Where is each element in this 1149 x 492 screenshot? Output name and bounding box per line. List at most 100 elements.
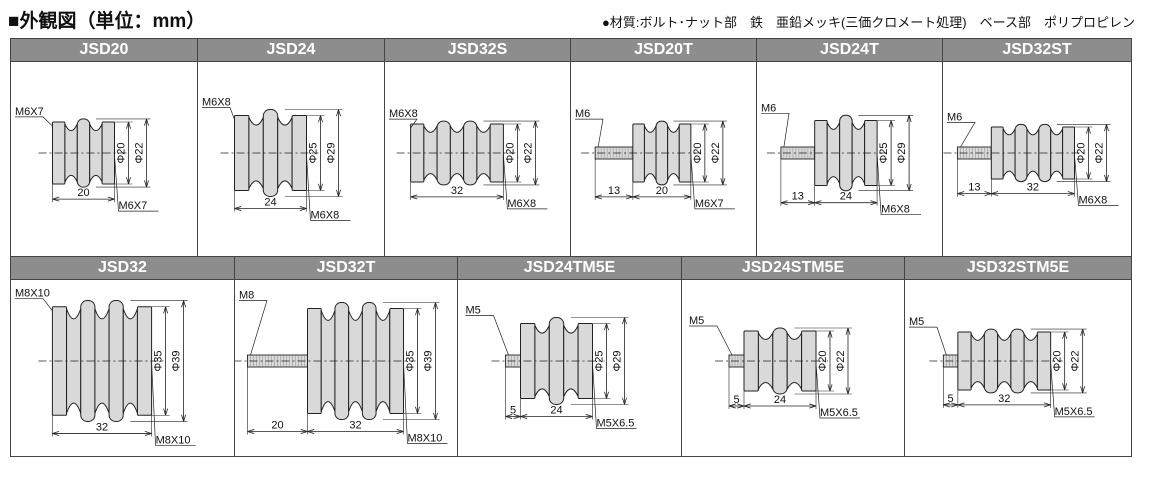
leader-line — [15, 298, 53, 311]
right-thread-label: M6X8 — [881, 204, 910, 216]
stud-length-label: 5 — [733, 394, 739, 406]
product-name: JSD32ST — [943, 39, 1131, 62]
leader-line — [1074, 154, 1119, 206]
leader-line — [592, 362, 637, 429]
leader-line — [403, 362, 448, 444]
inner-diameter-label: Φ25 — [308, 142, 320, 163]
right-thread-label: M8X10 — [408, 433, 443, 445]
right-thread-label: M5X6.5 — [597, 418, 635, 430]
dimensions: Φ20 Φ22 24 5 — [728, 327, 852, 409]
inner-diameter-label: Φ20 — [692, 142, 704, 163]
leader-line — [761, 112, 790, 148]
inner-diameter-label: Φ20 — [1076, 142, 1088, 163]
stud-length-label: 5 — [510, 405, 516, 417]
dimensions: Φ35 Φ39 32 — [52, 300, 188, 437]
product-name: JSD32S — [385, 39, 570, 62]
stud-length-label: 20 — [271, 420, 283, 432]
product-name: JSD32 — [11, 257, 234, 280]
outer-diameter-label: Φ29 — [326, 142, 338, 163]
leader-line — [947, 122, 976, 148]
leader-line — [689, 325, 733, 356]
product-name: JSD32STM5E — [905, 257, 1131, 280]
left-thread-label: M5 — [689, 315, 704, 327]
left-thread-label: M6 — [761, 102, 776, 114]
product-name: JSD24 — [198, 39, 384, 62]
outer-diameter-label: Φ39 — [171, 350, 183, 371]
leader-line — [239, 300, 268, 356]
product-name: JSD20 — [11, 39, 197, 62]
leader-line — [503, 154, 548, 210]
leader-line — [202, 107, 235, 120]
length-label: 32 — [1027, 182, 1039, 194]
inner-diameter-label: Φ35 — [405, 350, 417, 371]
outer-diameter-label: Φ29 — [896, 142, 908, 163]
dimensions: Φ25 Φ29 24 5 — [505, 317, 629, 420]
inner-diameter-label: Φ20 — [817, 350, 829, 371]
left-thread-label: M6 — [575, 108, 590, 120]
length-label: 24 — [774, 394, 786, 406]
length-label: 32 — [96, 421, 108, 433]
right-thread-label: M6X7 — [119, 200, 148, 212]
outer-diameter-label: Φ29 — [612, 350, 624, 371]
product-name: JSD24TM5E — [458, 257, 681, 280]
stud-length-label: 13 — [968, 182, 980, 194]
left-thread-label: M8X10 — [15, 288, 50, 300]
inner-diameter-label: Φ20 — [504, 142, 516, 163]
leader-line — [15, 116, 53, 127]
inner-diameter-label: Φ35 — [153, 350, 165, 371]
leader-line — [1050, 362, 1095, 418]
product-name: JSD24STM5E — [682, 257, 904, 280]
right-thread-label: M6X8 — [507, 198, 536, 210]
product-name: JSD20T — [571, 39, 756, 62]
left-thread-label: M6 — [947, 111, 962, 123]
outer-diameter-label: Φ22 — [835, 350, 847, 371]
right-thread-label: M5X6.5 — [820, 407, 858, 419]
left-thread-label: M8 — [239, 290, 254, 302]
outer-diameter-label: Φ22 — [522, 142, 534, 163]
outer-diameter-label: Φ22 — [710, 142, 722, 163]
length-label: 24 — [550, 405, 562, 417]
outer-diameter-label: Φ22 — [1094, 142, 1106, 163]
dimensions: Φ20 Φ22 32 13 — [957, 124, 1111, 197]
outer-diameter-label: Φ22 — [134, 142, 146, 163]
right-thread-label: M8X10 — [156, 434, 191, 446]
stud-length-label: 13 — [608, 185, 620, 197]
length-label: 32 — [451, 185, 463, 197]
inner-diameter-label: Φ25 — [594, 350, 606, 371]
right-thread-label: M6X8 — [311, 210, 340, 222]
length-label: 32 — [349, 420, 361, 432]
left-thread-label: M6X8 — [389, 108, 418, 120]
inner-diameter-label: Φ25 — [878, 142, 890, 163]
length-label: 24 — [840, 191, 852, 203]
leader-line — [114, 154, 159, 212]
product-name: JSD24T — [757, 39, 942, 62]
product-name: JSD32T — [235, 257, 457, 280]
page-title: ■外観図（単位：mm） — [8, 11, 206, 32]
left-thread-label: M6X8 — [202, 97, 231, 109]
